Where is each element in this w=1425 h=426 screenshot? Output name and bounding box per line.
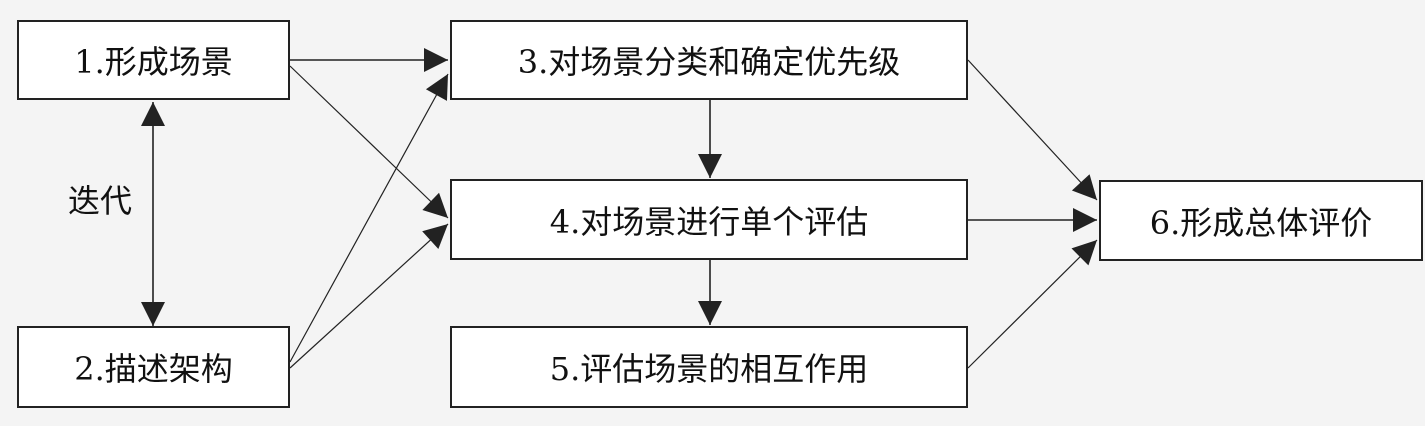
node-evaluate-interactions: 5.评估场景的相互作用 — [450, 326, 968, 408]
node-classify-prioritize: 3.对场景分类和确定优先级 — [450, 20, 968, 100]
node-describe-architecture: 2.描述架构 — [17, 326, 290, 408]
arrow-n1-to-n4 — [289, 65, 449, 219]
node-evaluate-individually: 4.对场景进行单个评估 — [450, 179, 968, 260]
node-label: 4.对场景进行单个评估 — [549, 202, 869, 241]
node-label: 3.对场景分类和确定优先级 — [517, 43, 901, 81]
arrow-n2-to-n4 — [289, 223, 449, 369]
node-label: 2.描述架构 — [74, 350, 233, 388]
node-label: 5.评估场景的相互作用 — [549, 350, 869, 388]
node-form-scenarios: 1.形成场景 — [17, 20, 290, 100]
iteration-label: 迭代 — [68, 182, 133, 220]
node-label: 6.形成总体评价 — [1149, 203, 1373, 242]
node-label: 1.形成场景 — [74, 43, 233, 81]
arrow-n2-to-n3 — [289, 73, 449, 363]
arrow-n3-to-n6 — [967, 59, 1098, 201]
node-overall-evaluation: 6.形成总体评价 — [1099, 180, 1423, 261]
arrow-n5-to-n6 — [967, 239, 1098, 369]
